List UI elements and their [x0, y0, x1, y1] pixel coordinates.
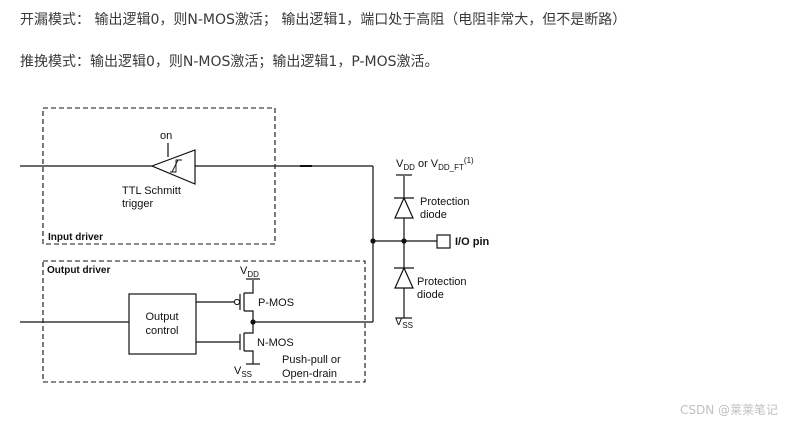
- upper-diode-label-2: diode: [420, 209, 447, 221]
- output-driver-label: Output driver: [47, 265, 110, 276]
- lower-protection-diode: [394, 266, 414, 289]
- io-pin-box: [436, 234, 451, 249]
- output-control-box: [128, 293, 197, 355]
- vss-label-output: VSS: [234, 365, 252, 379]
- lower-diode-label-2: diode: [417, 289, 444, 301]
- hysteresis-icon: [170, 159, 182, 173]
- push-pull-description: 推挽模式：输出逻辑0，则N-MOS激活；输出逻辑1，P-MOS激活。: [20, 54, 439, 70]
- pmos-gate-bubble: [233, 298, 241, 306]
- on-label: on: [160, 130, 172, 142]
- pmos-source-wire: [244, 280, 254, 294]
- mode-label-1: Push-pull or: [282, 354, 341, 366]
- input-driver-box: [42, 107, 276, 245]
- lower-diode-label-1: Protection: [417, 276, 467, 288]
- schmitt-trigger-symbol: [150, 149, 196, 185]
- pmos-drain-wire: [244, 310, 254, 322]
- vdd-ft-label: VDD or VDD_FT(1): [396, 156, 474, 172]
- output-control-label-1: Output: [145, 311, 178, 323]
- output-control-label-2: control: [145, 325, 178, 337]
- pmos-label: P-MOS: [258, 297, 294, 309]
- upper-protection-diode: [394, 196, 414, 219]
- vss-label-pad: VSS: [395, 316, 413, 330]
- watermark: CSDN @莱莱笔记: [679, 403, 778, 417]
- open-drain-description: 开漏模式： 输出逻辑0，则N-MOS激活； 输出逻辑1，端口处于高阻（电阻非常大…: [20, 12, 627, 28]
- io-pin-label: I/O pin: [455, 236, 490, 248]
- upper-diode-label-1: Protection: [420, 196, 470, 208]
- nmos-label: N-MOS: [257, 337, 294, 349]
- nmos-drain-wire: [244, 322, 254, 334]
- schmitt-label-2: trigger: [122, 198, 154, 210]
- vdd-label-output: VDD: [240, 265, 259, 279]
- input-driver-label: Input driver: [48, 232, 103, 243]
- schmitt-label-1: TTL Schmitt: [122, 185, 181, 197]
- mode-label-2: Open-drain: [282, 368, 337, 380]
- nmos-source-wire: [244, 350, 254, 364]
